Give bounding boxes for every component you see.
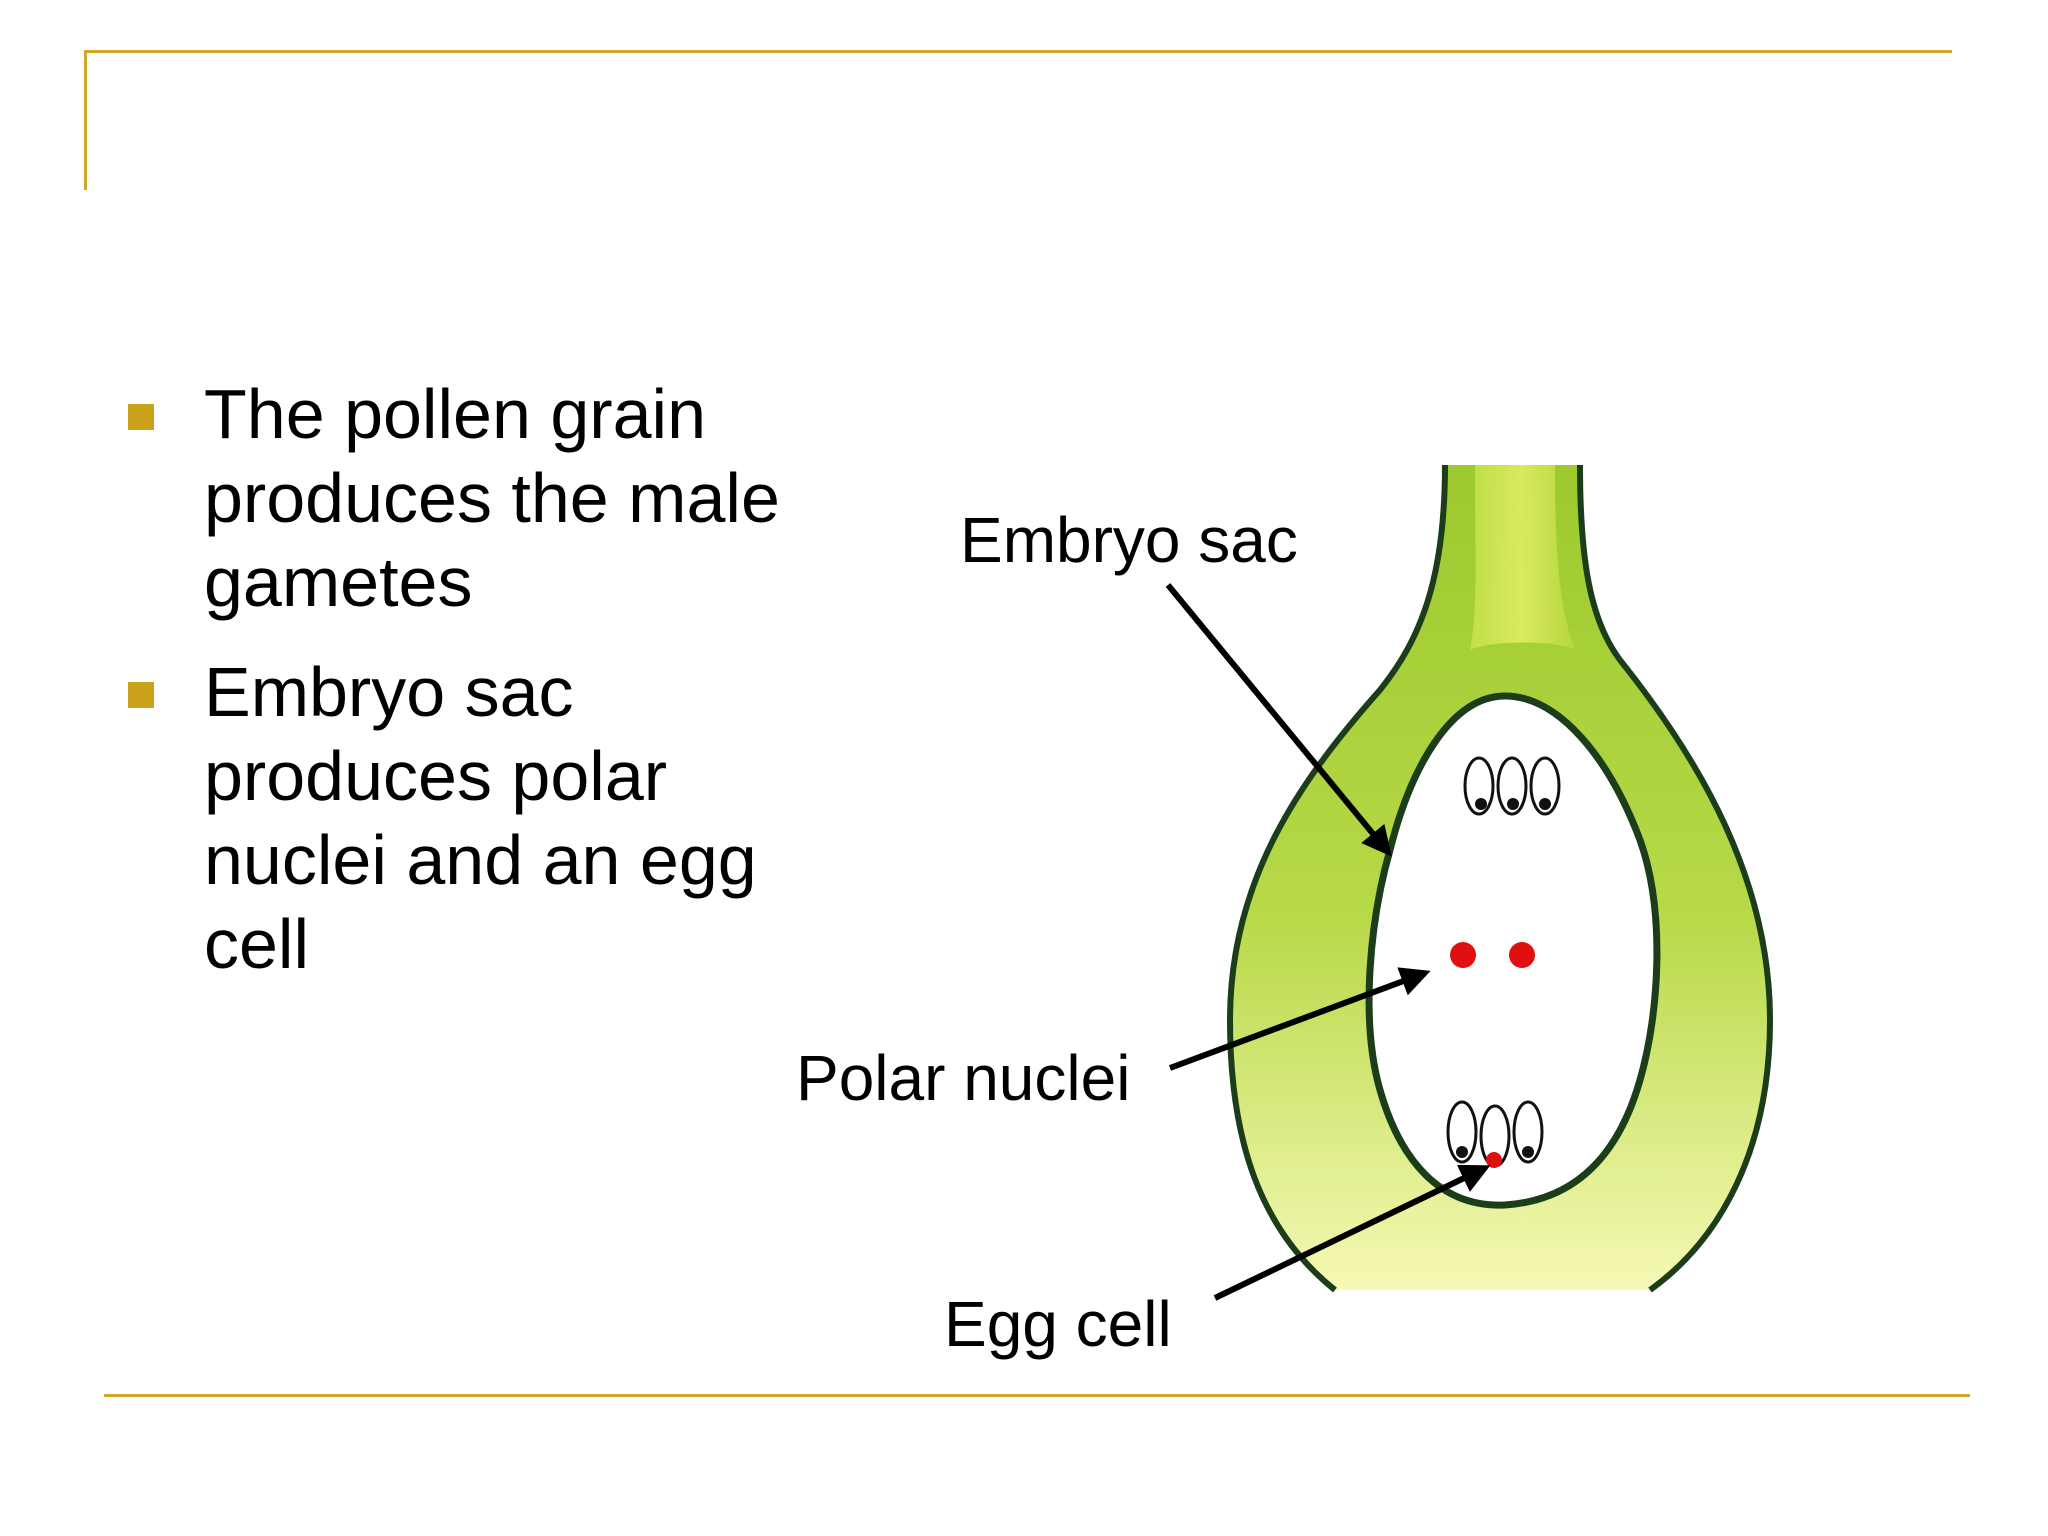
antipodal-cell — [1529, 756, 1561, 816]
antipodal-nucleus — [1475, 798, 1487, 810]
ovule-outline-left — [1226, 464, 1448, 1293]
bullet-list: The pollen grain produces the male gamet… — [126, 372, 866, 1012]
synergid-nucleus — [1456, 1146, 1468, 1158]
bullet-item-embryo-sac: Embryo sac produces polar nuclei and an … — [126, 650, 866, 986]
bullet-item-pollen: The pollen grain produces the male gamet… — [126, 372, 866, 624]
egg-apparatus — [1446, 1100, 1544, 1168]
square-bullet-icon — [128, 682, 154, 708]
egg-cell-label: Egg cell — [944, 1288, 1172, 1360]
antipodal-cells — [1463, 756, 1561, 816]
footer-rule — [104, 1394, 1970, 1397]
polar-nucleus — [1509, 942, 1535, 968]
polar-nuclei-arrow — [1168, 967, 1431, 1071]
antipodal-nucleus — [1539, 798, 1551, 810]
embryo-sac-label: Embryo sac — [960, 504, 1298, 576]
polar-nuclei-label: Polar nuclei — [796, 1042, 1131, 1114]
synergid-cell — [1446, 1100, 1478, 1164]
antipodal-cell — [1496, 756, 1528, 816]
bullet-text: The pollen grain produces the male gamet… — [204, 375, 780, 621]
title-rule-left — [84, 50, 87, 190]
antipodal-cell — [1463, 756, 1495, 816]
square-bullet-icon — [128, 404, 154, 430]
synergid-nucleus — [1522, 1146, 1534, 1158]
polar-nucleus — [1450, 942, 1476, 968]
egg-nucleus — [1486, 1152, 1502, 1168]
stalk-highlight — [1470, 465, 1575, 650]
egg-cell-arrow — [1213, 1164, 1491, 1301]
synergid-cell — [1512, 1100, 1544, 1164]
title-rule-top — [84, 50, 1952, 53]
embryo-sac-arrow — [1165, 583, 1392, 857]
antipodal-nucleus — [1507, 798, 1519, 810]
ovule-outline-right — [1577, 464, 1774, 1293]
bullet-text: Embryo sac produces polar nuclei and an … — [204, 653, 757, 983]
